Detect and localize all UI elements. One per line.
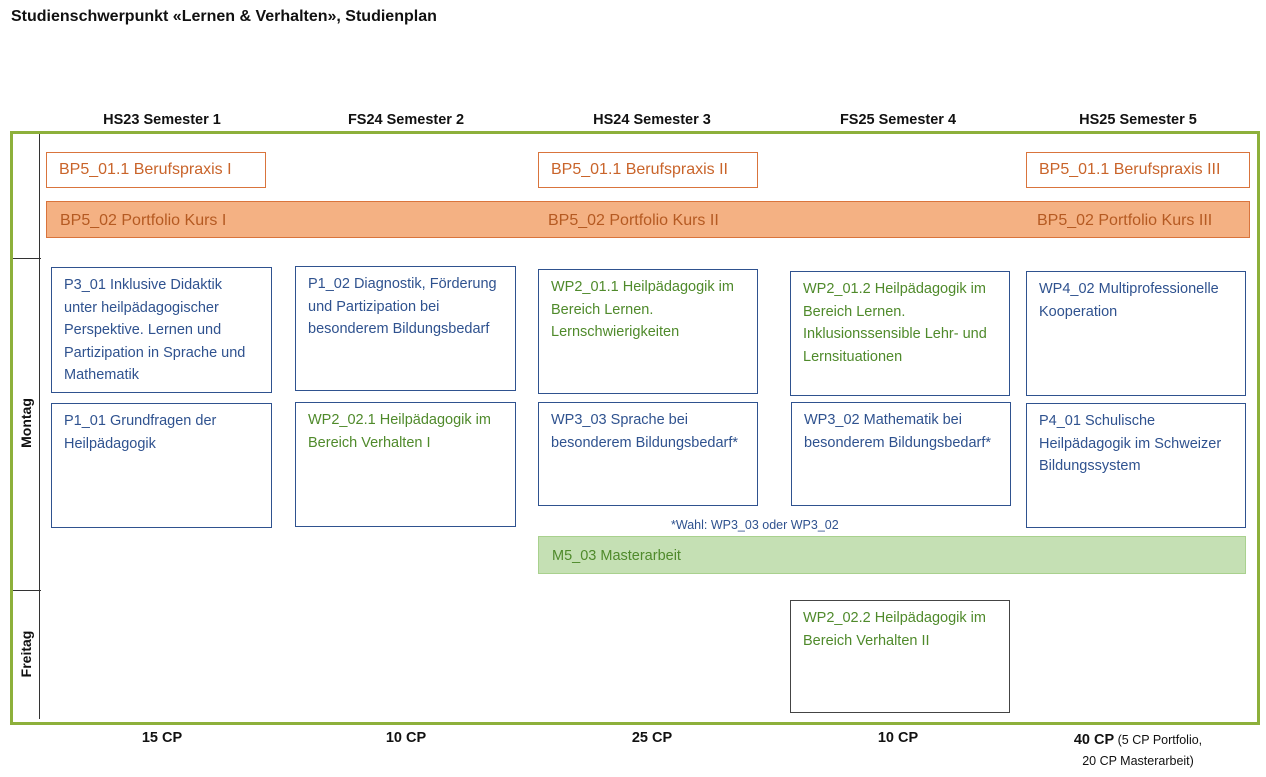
row-label-freitag: Freitag xyxy=(18,630,34,678)
credits-semester-2: 10 CP xyxy=(385,730,427,746)
module-p1-01[interactable]: P1_01 Grundfragen der Heilpädagogik xyxy=(51,403,272,528)
module-bp5-01-1-ii[interactable]: BP5_01.1 Berufspraxis II xyxy=(538,152,758,188)
credits-semester-5-total: 40 CP xyxy=(1073,732,1115,748)
semester-header-3: HS24 Semester 3 xyxy=(593,112,711,128)
portfolio-kurs-iii: BP5_02 Portfolio Kurs III xyxy=(1037,212,1213,229)
module-wp2-02-2[interactable]: WP2_02.2 Heilpädagogik im Bereich Verhal… xyxy=(790,600,1010,713)
semester-header-2: FS24 Semester 2 xyxy=(347,112,465,128)
credits-semester-3: 25 CP xyxy=(631,730,673,746)
credits-semester-5-detail-2: 20 CP Masterarbeit) xyxy=(1082,754,1194,768)
row-divider-2 xyxy=(13,590,41,591)
module-m5-03[interactable]: M5_03 Masterarbeit xyxy=(538,536,1246,574)
row-divider-1 xyxy=(13,258,41,259)
credits-semester-1: 15 CP xyxy=(141,730,183,746)
row-label-montag: Montag xyxy=(18,398,34,448)
credits-semester-5-detail-1: (5 CP Portfolio, xyxy=(1114,733,1203,747)
portfolio-kurs-i: BP5_02 Portfolio Kurs I xyxy=(60,212,227,229)
page-title: Studienschwerpunkt «Lernen & Verhalten»,… xyxy=(11,8,437,25)
module-wp4-02[interactable]: WP4_02 Multiprofessionelle Kooperation xyxy=(1026,271,1246,396)
module-wp2-01-2[interactable]: WP2_01.2 Heilpädagogik im Bereich Lernen… xyxy=(790,271,1010,396)
semester-header-4: FS25 Semester 4 xyxy=(839,112,957,128)
semester-header-1: HS23 Semester 1 xyxy=(103,112,221,128)
module-bp5-01-1-iii[interactable]: BP5_01.1 Berufspraxis III xyxy=(1026,152,1250,188)
credits-semester-4: 10 CP xyxy=(877,730,919,746)
module-wp3-02[interactable]: WP3_02 Mathematik bei besonderem Bildung… xyxy=(791,402,1011,506)
row-label-column xyxy=(13,134,40,719)
portfolio-kurs-ii: BP5_02 Portfolio Kurs II xyxy=(548,212,719,229)
module-wp2-01-1[interactable]: WP2_01.1 Heilpädagogik im Bereich Lernen… xyxy=(538,269,758,394)
module-wp3-03[interactable]: WP3_03 Sprache bei besonderem Bildungsbe… xyxy=(538,402,758,506)
module-p4-01[interactable]: P4_01 Schulische Heilpädagogik im Schwei… xyxy=(1026,403,1246,528)
plan-frame xyxy=(10,131,1260,725)
module-p3-01[interactable]: P3_01 Inklusive Didaktik unter heilpädag… xyxy=(51,267,272,393)
module-p1-02[interactable]: P1_02 Diagnostik, Förderung und Partizip… xyxy=(295,266,516,391)
module-bp5-01-1-i[interactable]: BP5_01.1 Berufspraxis I xyxy=(46,152,266,188)
module-wp2-02-1[interactable]: WP2_02.1 Heilpädagogik im Bereich Verhal… xyxy=(295,402,516,527)
credits-semester-5: 40 CP (5 CP Portfolio, 20 CP Masterarbei… xyxy=(1028,730,1248,772)
semester-header-5: HS25 Semester 5 xyxy=(1079,112,1197,128)
portfolio-bar[interactable]: BP5_02 Portfolio Kurs I BP5_02 Portfolio… xyxy=(46,201,1250,238)
choice-note: *Wahl: WP3_03 oder WP3_02 xyxy=(671,518,839,532)
